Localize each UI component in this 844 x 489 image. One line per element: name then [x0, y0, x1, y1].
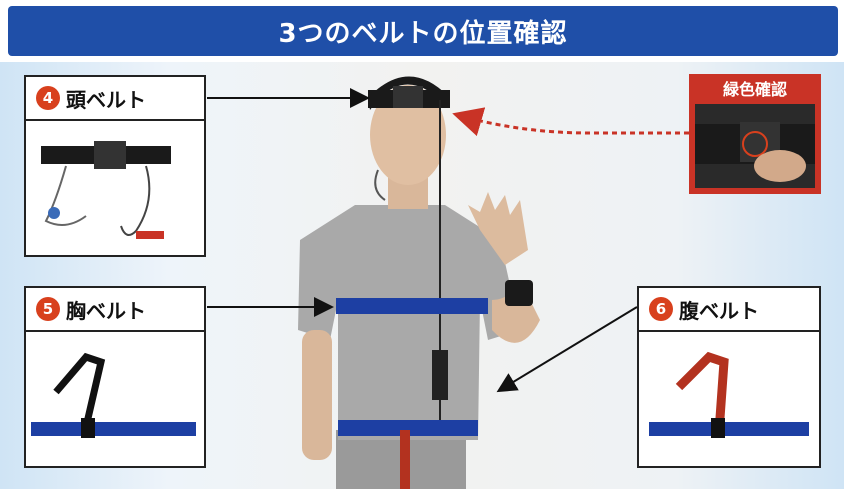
- head-belt-label: 頭ベルト: [66, 87, 146, 112]
- abdomen-belt-image: [649, 351, 809, 438]
- abdomen-arrow: [496, 306, 638, 393]
- number-badge-6: 6: [649, 297, 673, 321]
- chest-belt-card: 5 胸ベルト: [24, 286, 206, 468]
- chest-belt-image: [31, 352, 196, 438]
- abdomen-belt-label: 腹ベルト: [679, 298, 759, 323]
- chest-belt-label: 胸ベルト: [66, 298, 146, 323]
- green-check-inset: 緑色確認: [689, 74, 821, 194]
- abdomen-belt-header: 6 腹ベルト: [639, 288, 819, 332]
- green-check-arrow: [452, 107, 689, 137]
- abdomen-belt-card: 6 腹ベルト: [637, 286, 821, 468]
- head-belt-card: 4 頭ベルト: [24, 75, 206, 257]
- chest-belt-header: 5 胸ベルト: [26, 288, 204, 332]
- green-check-label: 緑色確認: [722, 80, 787, 99]
- head-belt-header: 4 頭ベルト: [26, 77, 204, 121]
- number-badge-5: 5: [36, 297, 60, 321]
- number-badge-4: 4: [36, 86, 60, 110]
- page-title: 3つのベルトの位置確認: [278, 18, 568, 49]
- head-belt-image: [41, 141, 171, 239]
- green-check-photo: [695, 104, 815, 188]
- title-banner: 3つのベルトの位置確認: [8, 6, 838, 56]
